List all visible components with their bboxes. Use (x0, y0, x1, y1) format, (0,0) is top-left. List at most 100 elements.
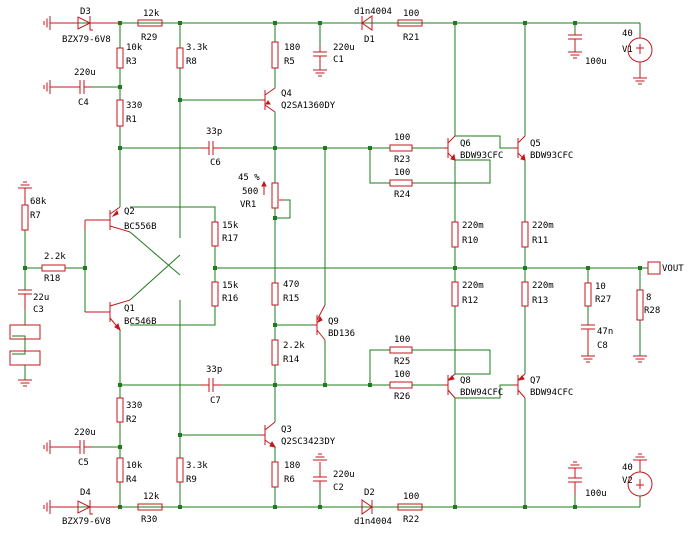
label-VR1-ref: VR1 (240, 200, 256, 210)
label-Q3-val: Q2SC3423DY (281, 437, 336, 447)
label-VR1-val: 500 (242, 187, 258, 197)
label-R15-ref: R15 (283, 294, 299, 304)
label-R16-ref: R16 (222, 294, 238, 304)
label-R16-val: 15k (222, 281, 239, 291)
junctions (23, 21, 642, 509)
label-Q7-val: BDW94CFC (530, 388, 573, 398)
label-Q6-val: BDW93CFC (460, 151, 503, 161)
label-C8-ref: C8 (597, 341, 608, 351)
label-D1-val: d1n4004 (354, 7, 392, 17)
label-R30-ref: R30 (141, 515, 157, 525)
label-C4-val: 220u (74, 68, 96, 78)
label-D4-ref: D4 (80, 488, 91, 498)
label-R26-val: 100 (394, 370, 410, 380)
label-C6-val: 33p (206, 127, 222, 137)
label-C5-ref: C5 (78, 458, 89, 468)
label-D4-val: BZX79-6V8 (62, 517, 111, 527)
label-C2-ref: C2 (333, 483, 344, 493)
label-V2-val: 40 (622, 463, 633, 473)
label-V2-ref: V2 (622, 476, 633, 486)
label-R25-ref: R25 (394, 357, 410, 367)
label-R6-ref: R6 (284, 475, 295, 485)
label-R13-val: 220m (532, 281, 554, 291)
label-Q7-ref: Q7 (530, 376, 541, 386)
label-R1-val: 330 (126, 101, 142, 111)
label-R3-ref: R3 (126, 57, 137, 67)
label-R21-ref: R21 (403, 33, 419, 43)
label-V1-ref: V1 (622, 45, 633, 55)
label-R17-ref: R17 (222, 234, 238, 244)
label-R14-val: 2.2k (283, 341, 305, 351)
label-Q4-ref: Q4 (281, 89, 292, 99)
label-R6-val: 180 (284, 461, 300, 471)
label-R12-ref: R12 (462, 296, 478, 306)
label-D3-ref: D3 (80, 7, 91, 17)
label-R14-ref: R14 (283, 355, 299, 365)
label-R22-val: 100 (403, 492, 419, 502)
label-C1-val: 220u (333, 43, 355, 53)
label-R2-ref: R2 (126, 415, 137, 425)
label-C1-ref: C1 (333, 55, 344, 65)
label-R30-val: 12k (143, 492, 160, 502)
label-R13-ref: R13 (532, 296, 548, 306)
label-R10-ref: R10 (462, 236, 478, 246)
label-Q1-ref: Q1 (124, 304, 135, 314)
label-R27-val: 10 (595, 282, 606, 292)
label-Q6-ref: Q6 (460, 139, 471, 149)
label-R7-ref: R7 (30, 211, 41, 221)
labels: D3 BZX79-6V8 D4 BZX79-6V8 12k R29 12k R3… (30, 7, 684, 527)
label-R25-val: 100 (394, 335, 410, 345)
label-Q1-val: BC546B (124, 317, 157, 327)
label-C3-ref: C3 (33, 305, 44, 315)
wires (12, 22, 648, 508)
label-Q8-ref: Q8 (460, 376, 471, 386)
label-R23-val: 100 (394, 133, 410, 143)
label-C6-ref: C6 (210, 158, 221, 168)
label-D3-val: BZX79-6V8 (62, 35, 111, 45)
label-C5-val: 220u (74, 428, 96, 438)
label-R22-ref: R22 (403, 515, 419, 525)
label-CV2-val: 100u (585, 489, 607, 499)
label-R12-val: 220m (462, 281, 484, 291)
label-R24-ref: R24 (394, 190, 410, 200)
label-R15-val: 470 (283, 280, 299, 290)
label-C4-ref: C4 (78, 98, 89, 108)
label-V1-val: 40 (622, 29, 633, 39)
label-Q5-val: BDW93CFC (530, 151, 573, 161)
label-R18-val: 2.2k (44, 252, 66, 262)
label-R8-ref: R8 (186, 57, 197, 67)
label-C3-val: 22u (33, 293, 49, 303)
label-R4-val: 10k (126, 461, 143, 471)
label-CV1-val: 100u (585, 57, 607, 67)
label-R7-val: 68k (30, 197, 47, 207)
label-Q5-ref: Q5 (530, 139, 541, 149)
label-R29-ref: R29 (141, 33, 157, 43)
label-Q2-ref: Q2 (124, 207, 135, 217)
label-R5-ref: R5 (284, 57, 295, 67)
label-R24-val: 100 (394, 168, 410, 178)
label-D2-ref: D2 (364, 488, 375, 498)
label-D1-ref: D1 (364, 35, 375, 45)
label-R1-ref: R1 (126, 115, 137, 125)
label-C2-val: 220u (333, 470, 355, 480)
label-R28-val: 8 (646, 293, 651, 303)
label-R9-ref: R9 (186, 475, 197, 485)
label-R9-val: 3.3k (186, 461, 208, 471)
symbols (9, 15, 661, 515)
label-R4-ref: R4 (126, 475, 137, 485)
label-R18-ref: R18 (44, 274, 60, 284)
label-Q3-ref: Q3 (281, 425, 292, 435)
label-R5-val: 180 (284, 43, 300, 53)
label-Q4-val: Q2SA1360DY (281, 101, 336, 111)
output-label: VOUT (662, 264, 684, 274)
label-D2-val: d1n4004 (354, 517, 392, 527)
label-R26-ref: R26 (394, 392, 410, 402)
label-R23-ref: R23 (394, 155, 410, 165)
label-R10-val: 220m (462, 221, 484, 231)
label-R21-val: 100 (403, 9, 419, 19)
label-C7-ref: C7 (210, 396, 221, 406)
label-Q2-val: BC556B (124, 222, 157, 232)
label-Q9-ref: Q9 (328, 317, 339, 327)
label-R27-ref: R27 (595, 295, 611, 305)
label-Q9-val: BD136 (328, 329, 355, 339)
